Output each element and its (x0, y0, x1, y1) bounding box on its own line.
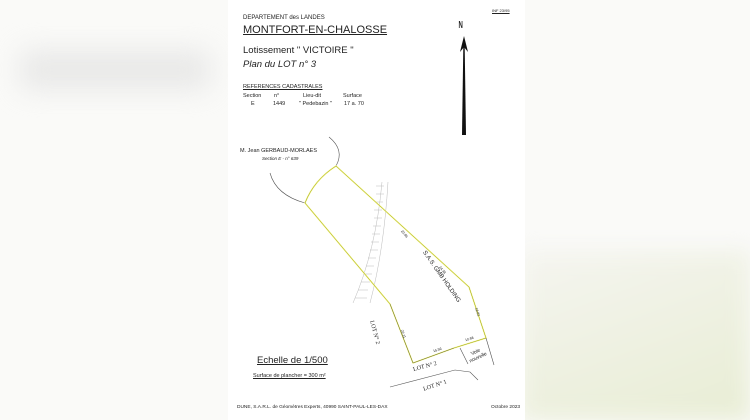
lot-2-line (389, 303, 455, 364)
cadastre-header-lieudit: Lieu-dit (303, 93, 322, 99)
lotissement-name: Lotissement " VICTOIRE " (243, 45, 354, 56)
voie-nouvelle-lines (459, 337, 495, 366)
cadastre-header-section: Section (243, 93, 262, 99)
department: DEPARTEMENT des LANDES (243, 15, 325, 21)
cadastre-header-number: n° (274, 93, 280, 99)
lot-1-boundary (389, 369, 479, 388)
cadastre-number: 1449 (273, 101, 286, 107)
plan-title: Plan du LOT n° 3 (243, 59, 316, 70)
lot-3-edge (304, 165, 487, 364)
plan-document: INF 23/95 DEPARTEMENT des LANDES MONTFOR… (228, 0, 525, 420)
blurred-background (20, 50, 210, 90)
blurred-background (520, 250, 750, 420)
commune-title: MONTFORT-EN-CHALOSSE (243, 24, 388, 36)
neighbor-boundary (269, 136, 340, 204)
cadastre-surface: 17 a. 70 (344, 101, 364, 107)
neighbor-section: Section E - n° 639 (262, 156, 299, 161)
reference: INF 23/95 (492, 8, 510, 13)
cadastre-section: E (251, 101, 255, 107)
footer-date: Octobre 2023 (491, 405, 521, 410)
scale-label: Echelle de 1/500 (257, 355, 328, 366)
neighbor-name: M. Jean GERBAUD-MORLAES (240, 148, 318, 154)
north-arrow-icon (460, 36, 468, 135)
footer-company: DUNE, S.A.R.L. de Géomètres Experts, 409… (237, 405, 388, 410)
cadastre-lieudit: " Pedebazin " (299, 101, 332, 107)
north-label: N (458, 20, 463, 31)
plan-drawing (269, 36, 495, 388)
surface-label: Surface de plancher = 300 m² (253, 373, 326, 379)
lot-3-parcel (304, 165, 487, 364)
slope-hatching (352, 181, 389, 304)
cadastre-title: REFERENCES CADASTRALES (243, 84, 323, 90)
cadastre-header-surface: Surface (343, 93, 362, 99)
